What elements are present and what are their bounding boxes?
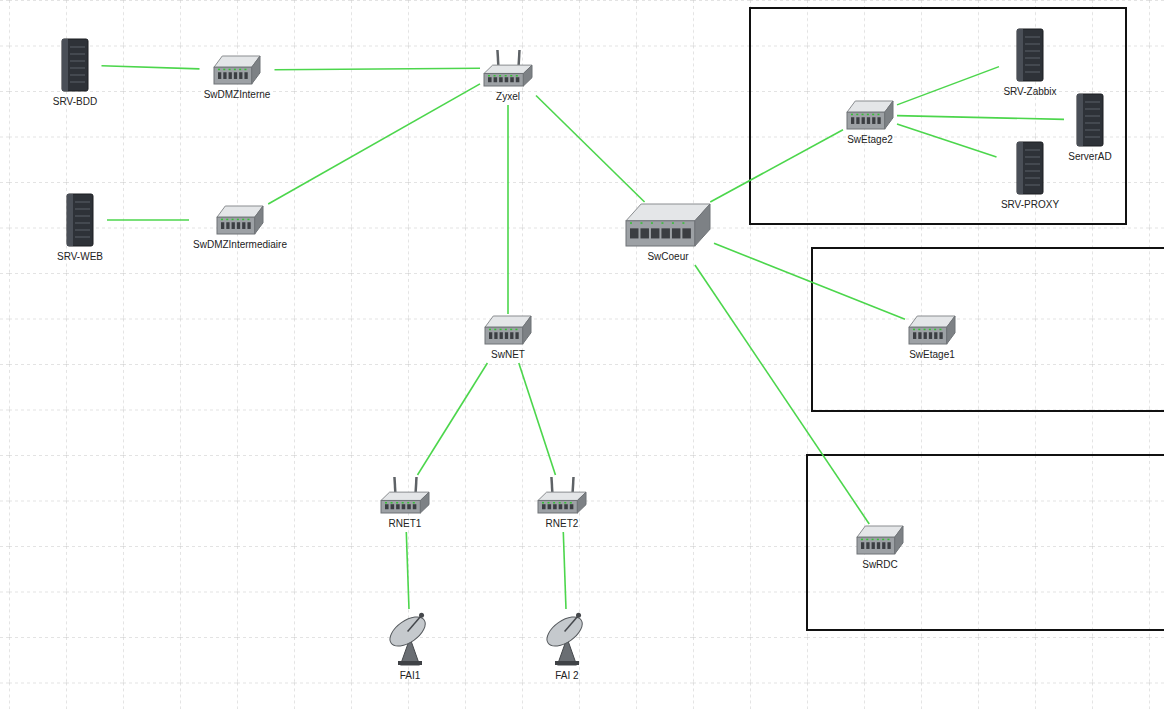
zone-frame (807, 455, 1164, 630)
network-link (268, 84, 480, 204)
network-link (519, 363, 556, 475)
device-label: SwDMZIntermediaire (193, 239, 287, 251)
switch-node: SwEtage2 (843, 99, 897, 148)
network-link (107, 219, 189, 221)
device-label: SwEtage1 (909, 349, 955, 361)
server-icon (1015, 29, 1045, 81)
device-label: SwCoeur (647, 251, 688, 263)
switch-node: SwEtage1 (905, 314, 959, 363)
device-label: SwRDC (862, 559, 898, 571)
network-link (563, 532, 566, 609)
router-icon (381, 477, 429, 513)
switch-node: SwDMZInterne (200, 54, 275, 103)
network-link (710, 130, 843, 202)
network-link (417, 363, 487, 475)
server-icon (60, 39, 90, 91)
isp-node: FAI 2 (539, 609, 595, 684)
device-label: SRV-WEB (57, 251, 103, 263)
network-link (695, 265, 869, 524)
dish-icon (543, 611, 591, 665)
server-icon (65, 194, 95, 246)
zone-frame (750, 8, 1126, 224)
switch-icon (909, 316, 955, 344)
server-node: SRV-WEB (53, 192, 107, 265)
switch-icon (857, 526, 903, 554)
network-link (536, 95, 645, 202)
switch-icon (217, 206, 263, 234)
router-node: RNET2 (534, 475, 590, 532)
switch-icon (847, 101, 893, 129)
device-label: RNET2 (546, 518, 579, 530)
zone-frame (812, 248, 1164, 411)
network-link (897, 67, 999, 105)
router-node: Zyxel (480, 48, 536, 105)
network-link (102, 66, 200, 69)
router-node: RNET1 (377, 475, 433, 532)
device-label: SRV-Zabbix (1003, 86, 1056, 98)
device-label: SwEtage2 (847, 134, 893, 146)
device-label: Zyxel (496, 91, 520, 103)
device-label: SwDMZInterne (204, 89, 271, 101)
switch-node: SwDMZIntermediaire (189, 204, 291, 253)
switch-node: SwRDC (853, 524, 907, 573)
device-label: ServerAD (1068, 151, 1111, 163)
switch-icon (485, 316, 531, 344)
switch-node: SwNET (481, 314, 535, 363)
server-icon (1015, 142, 1045, 194)
network-link (406, 532, 409, 609)
dish-icon (386, 611, 434, 665)
device-label: SRV-BDD (53, 96, 97, 108)
network-link (714, 243, 905, 319)
server-node: SRV-PROXY (997, 140, 1064, 213)
network-link (507, 105, 509, 314)
device-label: FAI1 (400, 670, 421, 682)
isp-node: FAI1 (382, 609, 438, 684)
server-node: SRV-Zabbix (999, 27, 1061, 100)
network-link (897, 116, 1064, 120)
router-icon (484, 50, 532, 86)
device-label: SRV-PROXY (1001, 199, 1059, 211)
device-label: FAI 2 (555, 670, 578, 682)
server-icon (1075, 94, 1105, 146)
server-node: SRV-BDD (49, 37, 102, 110)
switch-node: SwCoeur (622, 202, 714, 265)
bigswitch-icon (626, 204, 710, 246)
switch-icon (214, 56, 260, 84)
server-node: ServerAD (1064, 92, 1116, 165)
network-link (275, 68, 481, 70)
device-label: SwNET (491, 349, 525, 361)
device-label: RNET1 (389, 518, 422, 530)
network-link (897, 124, 997, 157)
router-icon (538, 477, 586, 513)
